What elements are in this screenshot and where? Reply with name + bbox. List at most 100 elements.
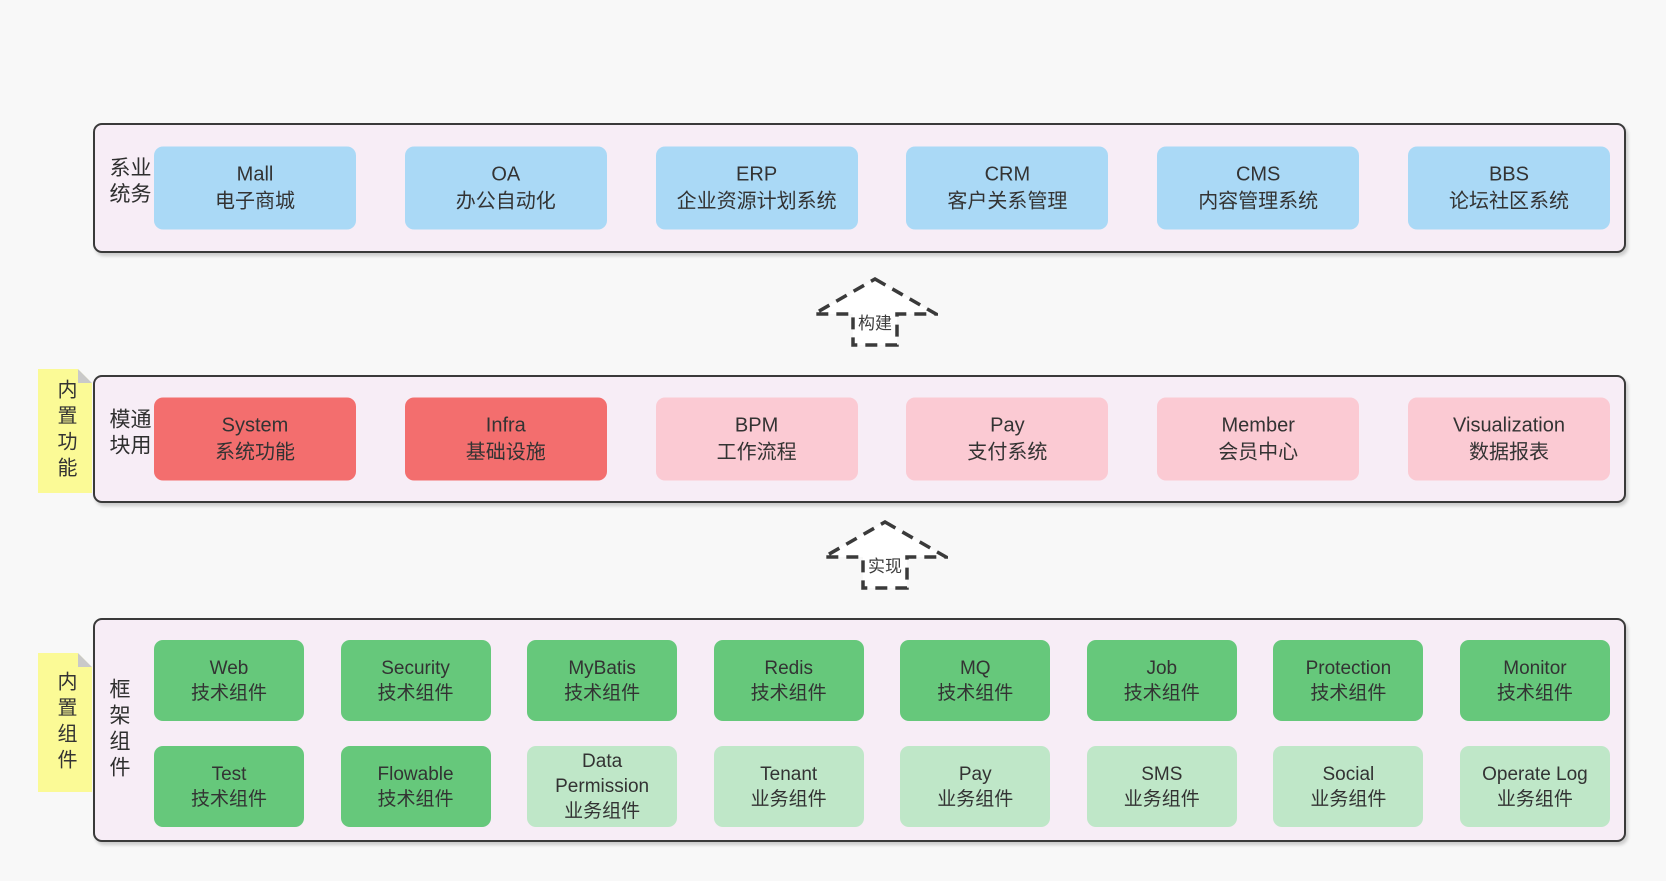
- node-system: System 系统功能: [154, 397, 356, 481]
- node-web: Web 技术组件: [154, 640, 304, 721]
- node-visualization: Visualization 数据报表: [1407, 397, 1610, 481]
- up-arrow-implement: 实现: [822, 520, 948, 590]
- up-arrow-build: 构建: [812, 277, 938, 347]
- node-title: Job: [1146, 657, 1178, 679]
- node-subtitle: 内容管理系统: [1198, 190, 1319, 212]
- node-title: System: [221, 414, 289, 436]
- arrow-build-label: 构建: [855, 314, 895, 335]
- node-title: Monitor: [1503, 657, 1567, 679]
- node-mall: Mall 电子商城: [154, 146, 356, 230]
- node-subtitle: 技术组件: [1123, 682, 1200, 704]
- node-social: Social 业务组件: [1273, 746, 1424, 827]
- node-subtitle: 基础设施: [465, 441, 546, 463]
- node-subtitle: 业务组件: [1123, 788, 1200, 810]
- band-components-label: 框架组件: [107, 678, 130, 782]
- node-subtitle: 技术组件: [564, 682, 641, 704]
- node-subtitle: 技术组件: [190, 788, 267, 810]
- node-bpm: BPM 工作流程: [655, 397, 858, 481]
- node-tenant: Tenant 业务组件: [713, 746, 864, 827]
- node-title: Protection: [1305, 657, 1392, 679]
- band-modules-label: 通用模块: [107, 408, 151, 460]
- node-sms: SMS 业务组件: [1086, 746, 1237, 827]
- node-subtitle: 会员中心: [1218, 441, 1299, 463]
- sticky-note-built-in-features: 内置功能: [38, 369, 92, 493]
- node-title: Pay: [958, 763, 992, 785]
- component-rows: Web 技术组件 Security 技术组件 MyBatis 技术组件 Redi…: [154, 640, 1610, 827]
- node-subtitle: 电子商城: [215, 190, 295, 212]
- node-subtitle: 技术组件: [377, 788, 454, 810]
- node-oa: OA 办公自动化: [404, 146, 607, 230]
- sticky-note-text: 内置组件: [54, 670, 76, 775]
- node-subtitle: 支付系统: [967, 441, 1048, 463]
- node-title: BPM: [734, 414, 779, 436]
- dashed-up-arrow-icon: [822, 520, 948, 590]
- band-business-systems: 业务系统 Mall 电子商城 OA 办公自动化 ERP 企业资源计划系统 CRM…: [93, 123, 1626, 253]
- node-title: Test: [211, 763, 247, 785]
- component-row-2: Test 技术组件 Flowable 技术组件 Data Permission …: [154, 746, 1610, 827]
- node-protection: Protection 技术组件: [1273, 640, 1424, 721]
- node-subtitle: 业务组件: [937, 788, 1014, 810]
- node-data-permission: Data Permission 业务组件: [527, 746, 678, 827]
- sticky-note-text: 内置功能: [54, 379, 76, 483]
- node-subtitle: 系统功能: [215, 441, 295, 463]
- node-title: Tenant: [760, 763, 818, 785]
- node-subtitle: 办公自动化: [455, 190, 556, 212]
- node-title: Web: [209, 657, 249, 679]
- node-subtitle: 业务组件: [564, 801, 641, 822]
- node-title: SMS: [1141, 763, 1183, 785]
- node-title: Mall: [236, 163, 274, 185]
- node-subtitle: 企业资源计划系统: [676, 190, 837, 212]
- sticky-note-built-in-components: 内置组件: [38, 653, 92, 792]
- node-test: Test 技术组件: [154, 746, 304, 827]
- business-boxes: Mall 电子商城 OA 办公自动化 ERP 企业资源计划系统 CRM 客户关系…: [154, 146, 1610, 230]
- node-redis: Redis 技术组件: [713, 640, 864, 721]
- node-title: Security: [381, 657, 450, 679]
- node-title: Social: [1322, 763, 1375, 785]
- node-infra: Infra 基础设施: [404, 397, 607, 481]
- node-bbs: BBS 论坛社区系统: [1407, 146, 1610, 230]
- node-subtitle: 业务组件: [1310, 788, 1387, 810]
- node-subtitle: 技术组件: [1310, 682, 1387, 704]
- node-title: CRM: [984, 163, 1031, 185]
- node-title: MyBatis: [568, 657, 636, 679]
- node-subtitle: 工作流程: [716, 441, 797, 463]
- node-pay-component: Pay 业务组件: [900, 746, 1051, 827]
- node-title: OA: [491, 163, 521, 185]
- band-business-label: 业务系统: [107, 156, 151, 209]
- node-erp: ERP 企业资源计划系统: [655, 146, 858, 230]
- node-subtitle: 论坛社区系统: [1448, 190, 1569, 212]
- node-title: Visualization: [1453, 414, 1565, 436]
- component-row-1: Web 技术组件 Security 技术组件 MyBatis 技术组件 Redi…: [154, 640, 1610, 721]
- band-framework-components: 框架组件 Web 技术组件 Security 技术组件 MyBatis 技术组件…: [93, 618, 1626, 842]
- node-operate-log: Operate Log 业务组件: [1459, 746, 1610, 827]
- node-subtitle: 客户关系管理: [947, 190, 1068, 212]
- node-mq: MQ 技术组件: [900, 640, 1051, 721]
- node-security: Security 技术组件: [340, 640, 491, 721]
- folded-corner-icon: [78, 369, 92, 383]
- node-crm: CRM 客户关系管理: [906, 146, 1109, 230]
- node-title: BBS: [1488, 163, 1529, 185]
- node-monitor: Monitor 技术组件: [1459, 640, 1610, 721]
- node-subtitle: 技术组件: [190, 682, 267, 704]
- node-pay-system: Pay 支付系统: [906, 397, 1109, 481]
- node-title: Flowable: [377, 763, 454, 785]
- node-subtitle: 技术组件: [937, 682, 1014, 704]
- dashed-up-arrow-icon: [812, 277, 938, 347]
- node-member: Member 会员中心: [1157, 397, 1360, 481]
- node-job: Job 技术组件: [1086, 640, 1237, 721]
- node-title: Redis: [764, 657, 813, 679]
- node-cms: CMS 内容管理系统: [1157, 146, 1360, 230]
- node-title: CMS: [1235, 163, 1281, 185]
- node-subtitle: 数据报表: [1468, 441, 1549, 463]
- arrow-implement-label: 实现: [865, 557, 905, 578]
- node-mybatis: MyBatis 技术组件: [527, 640, 678, 721]
- node-subtitle: 技术组件: [377, 682, 454, 704]
- node-title: ERP: [736, 163, 778, 185]
- band-common-modules: 通用模块 System 系统功能 Infra 基础设施 BPM 工作流程 Pay…: [93, 375, 1626, 503]
- node-title: Operate Log: [1482, 763, 1588, 785]
- node-title: Data Permission: [555, 751, 650, 797]
- module-boxes: System 系统功能 Infra 基础设施 BPM 工作流程 Pay 支付系统…: [154, 397, 1610, 481]
- node-title: Infra: [485, 414, 526, 436]
- node-title: Pay: [990, 414, 1025, 436]
